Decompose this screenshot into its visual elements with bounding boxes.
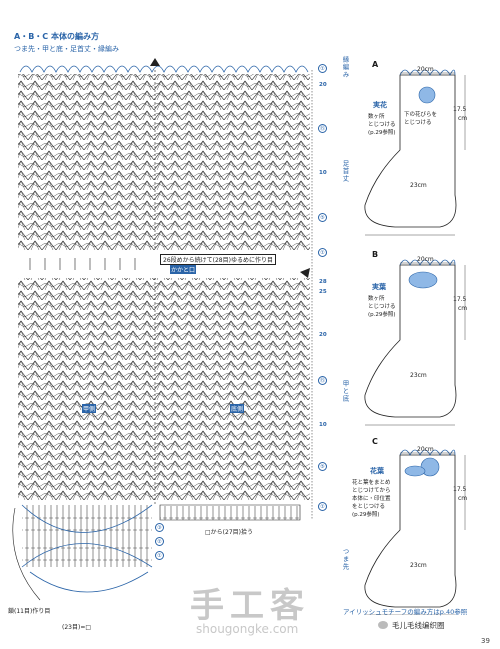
ankle-label: 足首丈 xyxy=(341,160,349,183)
motif-footnote: アイリッシュモチーフの編み方はp.40参照 xyxy=(343,608,468,616)
ankle-stitch-grid xyxy=(18,74,310,250)
sock-c-motif: 花葉 xyxy=(370,467,384,475)
sole-side-label: 底側 xyxy=(230,404,245,413)
join-arrows xyxy=(29,258,136,270)
row-number: ① xyxy=(318,502,327,511)
instep-side-label: 甲側 xyxy=(82,404,97,413)
instep-label: 甲と底 xyxy=(341,380,349,403)
row-number: ⑤ xyxy=(318,462,327,471)
row-number: ② xyxy=(155,537,164,546)
row-number: 20 xyxy=(319,82,327,88)
page-subtitle: つま先・甲と底・足首丈・縁編み xyxy=(14,45,119,53)
sock-a-width: 20cm xyxy=(417,66,434,73)
row-number: 10 xyxy=(319,422,327,428)
row-number: ① xyxy=(318,64,327,73)
sock-b-outline xyxy=(364,259,466,426)
sock-a-note2: 下の花びらを とじつける xyxy=(404,112,438,126)
instep-sole-stitch-grid xyxy=(18,278,310,500)
row-number: ⑤ xyxy=(318,213,327,222)
sock-a-height: 17.5 xyxy=(453,106,467,113)
sock-a-motif: 実花 xyxy=(373,101,387,109)
sock-b-letter: B xyxy=(372,250,379,259)
sock-a-note: 数ヶ所 とじつける (p.29参照) xyxy=(368,114,396,136)
row-number: ③ xyxy=(155,523,164,532)
wechat-tag: 毛儿毛线编织圈 xyxy=(392,621,445,630)
row-number: 10 xyxy=(319,170,327,176)
sock-a-unit: cm xyxy=(458,115,468,122)
row-number: ① xyxy=(318,248,327,257)
sock-c-foot: 23cm xyxy=(410,562,427,569)
sock-a-foot: 23cm xyxy=(410,182,427,189)
sock-c-outline xyxy=(364,449,466,615)
sock-c-width: 20cm xyxy=(417,446,434,453)
watermark-logo: 手工客 xyxy=(190,586,310,626)
row-number: 28 xyxy=(319,279,327,285)
row-number: ⑮ xyxy=(318,376,327,385)
sock-b-note: 数ヶ所 とじつける (p.29参照) xyxy=(368,296,396,318)
toe-stitch-grid xyxy=(22,505,152,567)
wechat-icon xyxy=(378,621,388,629)
sock-c-height: 17.5 xyxy=(453,486,467,493)
sock-c-unit: cm xyxy=(458,495,468,502)
sock-b-width: 20cm xyxy=(417,256,434,263)
toe-start-note: 鎖(11目)作り目 xyxy=(8,608,51,615)
toe-count-note: (23目)=□ xyxy=(62,624,92,631)
heel-note: 26段めから続けて(28目)ゆるめに作り目 xyxy=(160,254,276,265)
sock-b-motif: 実葉 xyxy=(372,283,386,291)
toe-label: つま先 xyxy=(341,548,349,571)
page-title: A・B・C 本体の編み方 xyxy=(14,32,99,41)
row-number: 25 xyxy=(319,289,327,295)
toe-pickup-note: □から(27目)拾う xyxy=(205,529,253,536)
row-number: ① xyxy=(155,551,164,560)
page-number: 39 xyxy=(481,637,490,645)
watermark-url: shougongke.com xyxy=(196,622,299,636)
row-number: ⑮ xyxy=(318,124,327,133)
row-number: 20 xyxy=(319,332,327,338)
sock-b-unit: cm xyxy=(458,305,468,312)
edging-label: 縁編み xyxy=(341,56,349,79)
heel-label: かかと口 xyxy=(170,265,197,274)
sock-a-letter: A xyxy=(372,60,379,69)
top-edging xyxy=(19,65,309,73)
sock-c-letter: C xyxy=(372,437,378,446)
sock-b-foot: 23cm xyxy=(410,372,427,379)
sock-a-outline xyxy=(364,69,466,236)
sock-b-height: 17.5 xyxy=(453,296,467,303)
sock-diagrams xyxy=(364,69,466,615)
sock-c-note: 花と葉をまとめ とじつけてから 本体に・印位置 をとじつける (p.29参照) xyxy=(352,480,391,518)
